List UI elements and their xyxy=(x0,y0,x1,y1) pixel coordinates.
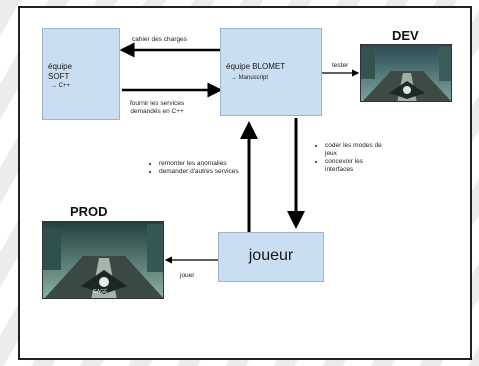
equipe-soft-sub: → C++ xyxy=(51,83,71,89)
prod-screenshot-caption: GAGÉ xyxy=(93,289,108,295)
dev-label: DEV xyxy=(392,28,419,43)
bullet-remonter-anomalies: remonter les anomalies xyxy=(159,160,242,168)
equipe-blomet-sub: → Manuscript xyxy=(231,75,269,81)
prod-game-image xyxy=(43,222,163,298)
equipe-soft-title: équipe SOFT xyxy=(48,62,73,81)
prod-game-screenshot: GAGÉ xyxy=(42,221,164,299)
dev-game-screenshot xyxy=(360,44,452,102)
slide-canvas: équipe SOFT → C++ équipe BLOMET → Manusc… xyxy=(18,6,472,360)
joueur-box: joueur xyxy=(218,232,324,282)
bullet-demander-services: demander d'autres services xyxy=(159,168,242,176)
equipe-blomet-box: équipe BLOMET → Manuscript xyxy=(220,28,322,116)
equipe-blomet-title: équipe BLOMET xyxy=(226,62,286,71)
label-remonter-list: remonter les anomalies demander d'autres… xyxy=(150,160,242,176)
label-fournir-services: fournir les services demandés en C++ xyxy=(130,100,185,115)
arrows-layer xyxy=(119,42,360,264)
equipe-soft-box: équipe SOFT → C++ xyxy=(42,28,120,120)
label-jouer: jouer xyxy=(180,272,195,279)
label-coder-list: coder les modes de jeux concevoir les in… xyxy=(316,142,392,174)
label-cahier-des-charges: cahier des charges xyxy=(132,36,187,43)
bullet-coder-modes: coder les modes de jeux xyxy=(325,142,392,158)
prod-label: PROD xyxy=(70,204,108,219)
label-tester: tester xyxy=(332,62,349,69)
dev-game-image xyxy=(361,45,451,101)
joueur-title: joueur xyxy=(248,247,294,264)
bullet-concevoir-interfaces: concevoir les interfaces xyxy=(325,158,392,174)
